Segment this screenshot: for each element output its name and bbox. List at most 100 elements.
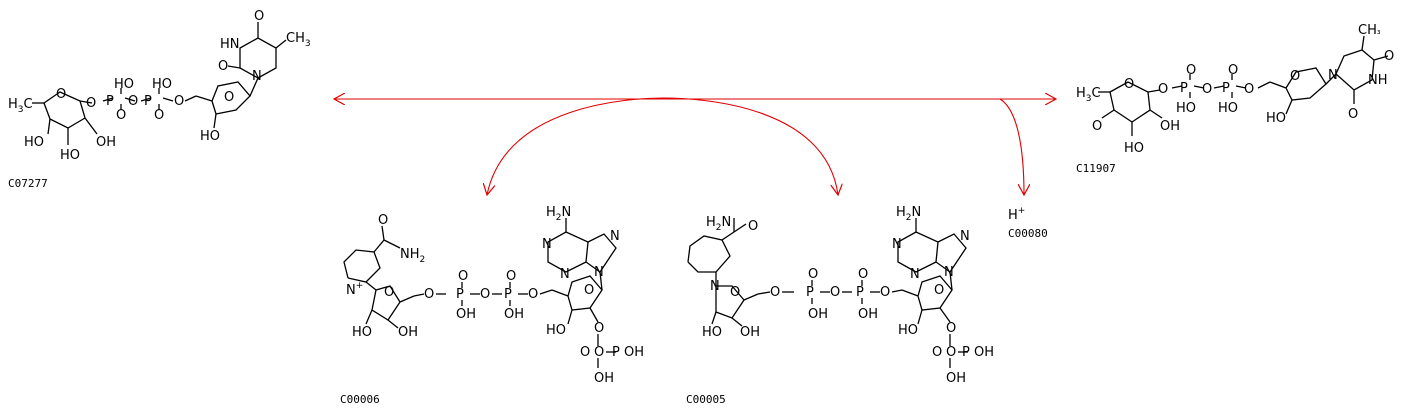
svg-text:P: P — [856, 285, 864, 300]
svg-text:O: O — [1348, 107, 1358, 122]
svg-text:O: O — [946, 345, 956, 360]
svg-text:N: N — [710, 279, 720, 294]
svg-text:O: O — [254, 9, 264, 24]
svg-text:O: O — [858, 267, 868, 282]
svg-text:HO: HO — [24, 135, 44, 150]
svg-text:O: O — [506, 269, 516, 284]
svg-text:O: O — [1124, 77, 1134, 92]
svg-text:O: O — [584, 283, 594, 298]
svg-text:HO: HO — [152, 77, 172, 92]
compound-c00080: H+ C00080 — [1008, 206, 1048, 240]
svg-text:N: N — [910, 267, 920, 282]
compound-id-label: C00006 — [340, 393, 380, 406]
svg-text:N: N — [542, 237, 552, 252]
svg-text:H2N: H2N — [706, 215, 731, 233]
svg-text:OH: OH — [1160, 119, 1180, 134]
svg-text:O: O — [458, 269, 468, 284]
svg-text:NH: NH — [1368, 73, 1388, 88]
svg-text:O: O — [1244, 82, 1254, 97]
svg-text:O: O — [424, 287, 434, 302]
svg-text:P: P — [456, 287, 464, 302]
nadp-nadph-arc — [487, 97, 838, 195]
svg-text:N: N — [594, 265, 604, 280]
svg-text:P: P — [612, 345, 620, 360]
svg-text:OH: OH — [624, 345, 644, 360]
svg-text:N: N — [560, 267, 570, 282]
svg-text:P: P — [806, 285, 814, 300]
svg-text:O: O — [934, 283, 944, 298]
proton-symbol: H — [1008, 208, 1018, 223]
svg-text:OH: OH — [808, 307, 828, 322]
svg-text:OH: OH — [96, 135, 116, 150]
svg-text:OH: OH — [946, 371, 966, 386]
svg-text:P: P — [106, 94, 114, 109]
svg-text:HO: HO — [898, 323, 918, 338]
svg-text:N: N — [252, 69, 262, 84]
svg-text:NH2: NH2 — [400, 247, 425, 265]
proton-charge: + — [1018, 206, 1026, 216]
svg-text:HO: HO — [200, 129, 220, 144]
svg-text:N: N — [960, 229, 970, 244]
svg-text:HO: HO — [1176, 101, 1196, 116]
svg-text:N: N — [892, 237, 902, 252]
svg-text:O: O — [946, 321, 956, 336]
svg-text:HO: HO — [546, 323, 566, 338]
svg-text:P: P — [504, 287, 512, 302]
svg-text:O: O — [174, 94, 184, 109]
svg-text:O: O — [56, 87, 66, 102]
svg-text:O: O — [1186, 63, 1196, 78]
svg-text:H2N: H2N — [896, 205, 921, 223]
svg-text:OH: OH — [594, 371, 614, 386]
svg-text:HO: HO — [1124, 141, 1144, 156]
proton-release-arrow — [999, 98, 1024, 195]
svg-text:OH: OH — [456, 307, 476, 322]
svg-text:O: O — [1202, 82, 1212, 97]
svg-text:O: O — [86, 96, 96, 111]
svg-text:H3C: H3C — [1076, 86, 1101, 104]
svg-text:HO: HO — [1218, 101, 1238, 116]
svg-text:H3C: H3C — [8, 97, 33, 115]
svg-text:O: O — [224, 90, 234, 105]
svg-text:O: O — [770, 285, 780, 300]
svg-text:O: O — [1158, 82, 1168, 97]
svg-text:OH: OH — [740, 325, 760, 340]
svg-text:O: O — [1290, 69, 1300, 84]
svg-text:OH: OH — [398, 325, 418, 340]
svg-text:P: P — [962, 345, 970, 360]
svg-text:HN: HN — [220, 37, 240, 52]
svg-text:O: O — [116, 108, 126, 123]
svg-text:N: N — [1328, 68, 1338, 83]
svg-text:P: P — [1180, 81, 1188, 96]
svg-text:O: O — [830, 285, 840, 300]
compound-id-label: C11907 — [1076, 162, 1116, 175]
compound-id-label: C00080 — [1008, 227, 1048, 240]
svg-text:H+: H+ — [1008, 206, 1025, 223]
svg-text:OH: OH — [504, 307, 524, 322]
svg-text:O: O — [384, 285, 394, 300]
svg-text:O: O — [730, 285, 740, 300]
svg-text:N: N — [944, 265, 954, 280]
svg-text:O: O — [378, 213, 388, 228]
svg-text:O: O — [218, 59, 228, 74]
compound-c00006: O NH2 N+ O HO OH O P O OH O P O OH O O H… — [340, 205, 644, 406]
svg-text:CH₃: CH₃ — [1358, 23, 1381, 38]
svg-text:H2N: H2N — [546, 205, 571, 223]
svg-text:O: O — [808, 267, 818, 282]
svg-text:O: O — [480, 287, 490, 302]
svg-text:P: P — [144, 94, 152, 109]
svg-text:O: O — [880, 285, 890, 300]
svg-text:O: O — [594, 345, 604, 360]
svg-text:O: O — [932, 345, 942, 360]
svg-text:O: O — [1384, 49, 1394, 64]
svg-text:OH: OH — [858, 307, 878, 322]
svg-text:O: O — [580, 345, 590, 360]
svg-text:O: O — [528, 287, 538, 302]
svg-text:O: O — [1228, 63, 1238, 78]
svg-text:CH3: CH3 — [286, 31, 311, 49]
svg-text:O: O — [154, 108, 164, 123]
svg-text:HO: HO — [352, 325, 372, 340]
svg-text:O: O — [1092, 119, 1102, 134]
compound-c00005: H2N O N O HO OH O P O OH O P O OH O O HO… — [686, 205, 994, 406]
svg-text:HO: HO — [702, 325, 722, 340]
